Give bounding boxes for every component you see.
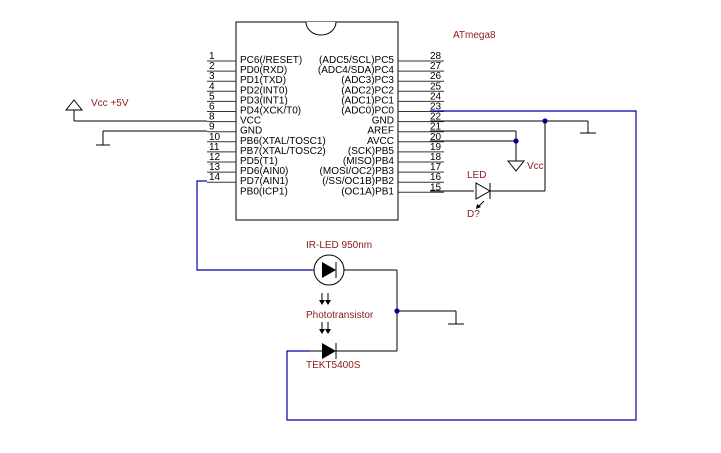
left-pin-label: PB6(XTAL/TOSC1) [240, 136, 326, 147]
left-pin-label: VCC [240, 116, 261, 127]
avcc-supply: Vcc [430, 130, 544, 172]
left-pin-number: 14 [209, 172, 221, 183]
right-pin-number: 27 [430, 61, 442, 72]
chip-name: ATmega8 [453, 30, 496, 41]
vcc-supply: Vcc +5V [64, 98, 207, 122]
vcc-main-label: Vcc +5V [91, 98, 129, 109]
left-pin-label: PD0(RXD) [240, 65, 287, 76]
right-pin-label: AVCC [367, 136, 394, 147]
right-pin-label: (ADC0)PC0 [341, 106, 394, 117]
right-pin-number: 22 [430, 112, 442, 123]
left-pin-number: 8 [209, 112, 215, 123]
right-pin-number: 25 [430, 81, 442, 92]
left-pin-label: GND [240, 126, 262, 137]
phototransistor: Phototransistor [306, 310, 374, 334]
right-pin-number: 28 [430, 51, 442, 62]
vcc-triangle-icon [506, 160, 526, 172]
left-pin-label: PD1(TXD) [240, 75, 286, 86]
right-pin-label: (ADC1)PC1 [341, 95, 394, 106]
right-pin-number: 18 [430, 152, 442, 163]
left-pin-number: 3 [209, 71, 215, 82]
right-pin-label: (OC1A)PB1 [341, 186, 394, 197]
left-pin-number: 5 [209, 91, 215, 102]
left-pin-number: 2 [209, 61, 215, 72]
right-pin-label: (ADC5/SCL)PC5 [319, 55, 394, 66]
right-pin-number: 21 [430, 122, 442, 133]
right-pin-number: 16 [430, 172, 442, 183]
left-pin-group: 1 PC6(/RESET) 2 PD0(RXD) 3 PD1(TXD) 4 PD2(INT0)… [207, 51, 326, 197]
right-pin-label: (ADC2)PC2 [341, 85, 394, 96]
left-pin-number: 12 [209, 152, 221, 163]
sensor-ground [394, 270, 464, 351]
right-pin-number: 15 [430, 182, 442, 193]
left-pin-number: 9 [209, 122, 215, 133]
left-pin-label: PB7(XTAL/TOSC2) [240, 146, 326, 157]
pb0-wire [196, 180, 312, 271]
status-led: LED D? [430, 121, 546, 220]
left-pin-label: PB0(ICP1) [240, 186, 288, 197]
left-pin-label: PC6(/RESET) [240, 55, 302, 66]
ir-led-label: IR-LED 950nm [306, 240, 372, 251]
right-pin-number: 19 [430, 142, 442, 153]
led-ref-label: D? [467, 209, 480, 220]
right-pin-group: 28 (ADC5/SCL)PC5 27 (ADC4/SDA)PC4 26 (ADC3)PC… [318, 51, 444, 197]
right-pin-label: (MOSI/OC2)PB3 [320, 166, 395, 177]
left-pin-number: 10 [209, 132, 221, 143]
right-pin-label: (ADC3)PC3 [341, 75, 394, 86]
right-pin-label: (ADC4/SDA)PC4 [318, 65, 395, 76]
right-pin-number: 24 [430, 91, 442, 102]
pc0-wire [286, 110, 637, 421]
tekt-label: TEKT5400S [306, 360, 361, 371]
ir-led-diode-icon [322, 262, 336, 278]
vcc-avcc-label: Vcc [527, 161, 544, 172]
left-pin-label: PD7(AIN1) [240, 176, 288, 187]
left-pin-number: 6 [209, 102, 215, 113]
ground-right [430, 118, 596, 134]
atmega8-chip: ATmega8 [235, 21, 496, 221]
vcc-triangle-icon [64, 99, 84, 111]
left-pin-number: 1 [209, 51, 215, 62]
left-pin-label: PD3(INT1) [240, 95, 288, 106]
right-pin-label: GND [372, 116, 394, 127]
tekt-diode-icon [322, 343, 336, 359]
right-pin-label: (/SS/OC1B)PB2 [322, 176, 394, 187]
left-pin-number: 11 [209, 142, 220, 153]
right-pin-label: (MISO)PB4 [343, 156, 395, 167]
left-pin-label: PD4(XCK/T0) [240, 106, 301, 117]
right-pin-label: AREF [367, 126, 394, 137]
diode-icon [475, 182, 492, 200]
right-pin-number: 20 [430, 132, 442, 143]
ground-left [96, 130, 207, 146]
led-label: LED [467, 170, 486, 181]
ir-led: IR-LED 950nm [306, 240, 397, 305]
right-pin-number: 23 [430, 102, 442, 113]
left-pin-number: 13 [209, 162, 221, 173]
right-pin-number: 26 [430, 71, 442, 82]
left-pin-label: PD2(INT0) [240, 85, 288, 96]
left-pin-number: 4 [209, 81, 215, 92]
left-pin-label: PD6(AIN0) [240, 166, 288, 177]
tekt-sensor: TEKT5400S [306, 343, 397, 371]
left-pin-label: PD5(T1) [240, 156, 278, 167]
right-pin-label: (SCK)PB5 [348, 146, 395, 157]
right-pin-number: 17 [430, 162, 442, 173]
phototransistor-label: Phototransistor [306, 310, 374, 321]
